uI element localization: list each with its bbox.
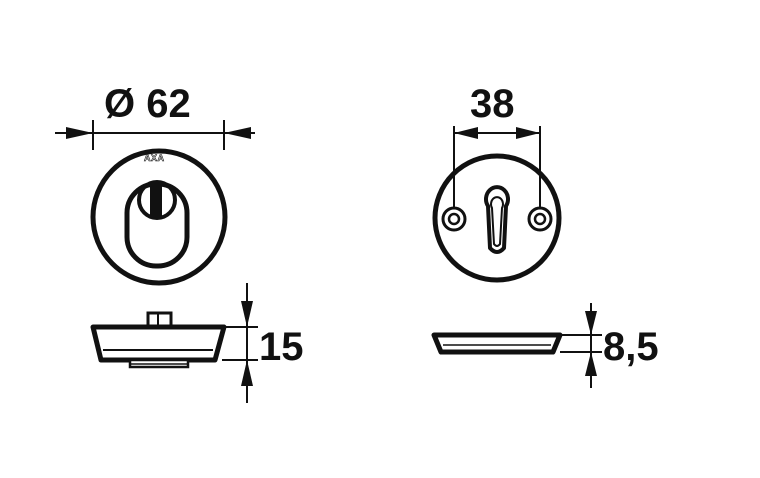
left-height-label: 15 (259, 325, 304, 369)
diameter-dimension-line (55, 120, 255, 150)
turn-knob-icon (137, 180, 177, 220)
right-rosette-side-view (431, 332, 563, 355)
right-height-label: 8,5 (603, 325, 659, 369)
right-rosette-front-view (432, 153, 562, 283)
keyhole-cutout-icon (484, 185, 510, 254)
height-dimension-15 (222, 283, 258, 403)
width-label: 38 (470, 82, 515, 126)
height-dimension-8-5 (560, 303, 602, 388)
brand-logo-text: AXA (144, 153, 165, 163)
left-rosette-side-view (90, 311, 227, 369)
screw-hole-left-icon (441, 206, 467, 232)
screw-hole-right-icon (527, 206, 553, 232)
width-dimension-38 (453, 126, 541, 208)
diameter-label: Ø 62 (104, 82, 191, 126)
